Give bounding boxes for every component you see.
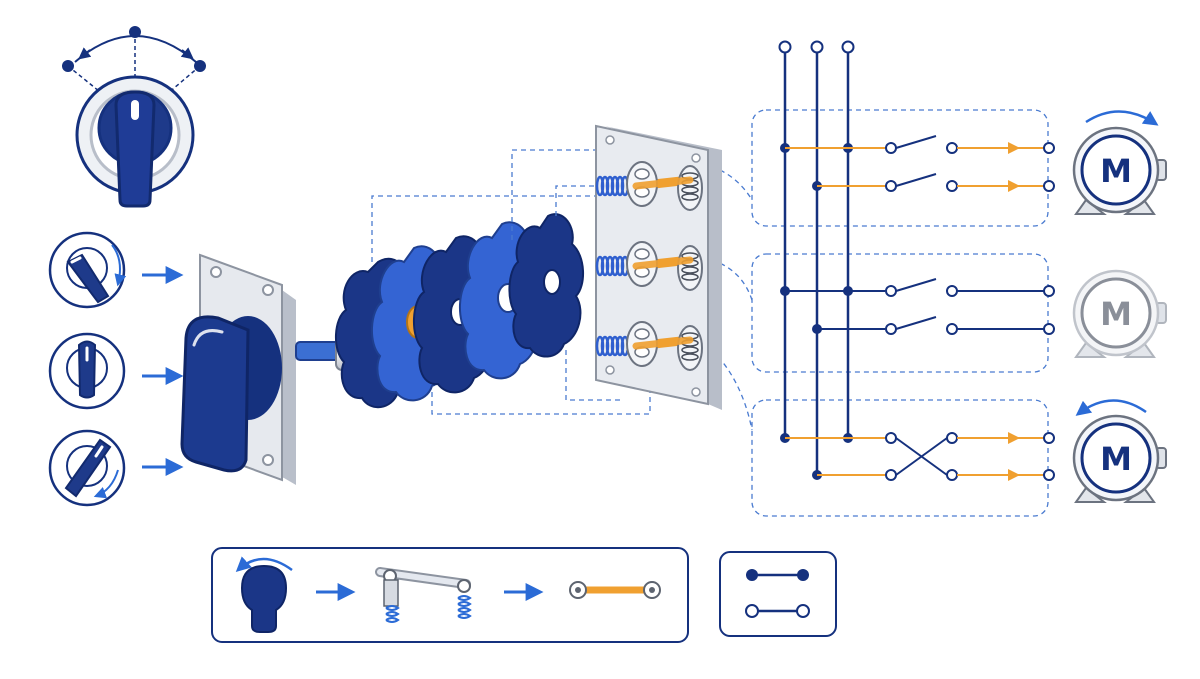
lever-spring-icon — [375, 567, 472, 623]
open-blade — [895, 173, 937, 187]
terminal-row-3 — [595, 321, 703, 371]
position-icon-right — [48, 429, 126, 507]
motor-label: M — [1100, 295, 1132, 333]
contact-point — [885, 323, 897, 335]
flow-arrow — [1008, 469, 1020, 481]
circuit-row-reverse — [780, 432, 1055, 481]
bus-terminal-L2 — [810, 40, 824, 54]
position-icon-left — [48, 231, 127, 309]
open-blade — [895, 316, 937, 330]
contact-point — [885, 432, 897, 444]
contact-point — [885, 180, 897, 192]
position-icons — [48, 231, 184, 507]
bus-terminal-L1 — [778, 40, 792, 54]
circuit-box-off — [751, 253, 1049, 373]
motor-label: M — [1100, 440, 1132, 478]
contact-point — [885, 469, 897, 481]
motor-terminal — [1043, 323, 1055, 335]
motor-terminal — [1043, 469, 1055, 481]
terminal-row-2 — [595, 241, 703, 291]
contact-closed-symbol — [746, 569, 809, 581]
circuit-row-off — [780, 278, 1055, 335]
contact-point — [946, 142, 958, 154]
motor-forward: M — [1072, 110, 1167, 215]
motor-reverse: M — [1072, 399, 1167, 503]
position-dot-center — [129, 26, 141, 38]
contact-point — [946, 180, 958, 192]
rotation-arrow-ccw — [1075, 399, 1147, 416]
contact-point — [885, 285, 897, 297]
motor-label: M — [1100, 152, 1132, 190]
circuit-box-forward — [751, 109, 1049, 227]
flow-arrow — [1008, 432, 1020, 444]
flow-arrow — [1008, 180, 1020, 192]
motor-terminal — [1043, 285, 1055, 297]
motor-off: M — [1072, 269, 1167, 358]
contact-point — [946, 323, 958, 335]
legend-mechanism — [211, 547, 689, 643]
top-selector-switch — [62, 26, 206, 208]
open-blade — [895, 135, 937, 149]
circuit-rows — [780, 135, 1055, 481]
open-blade — [895, 278, 937, 292]
circuit-row-forward — [780, 135, 1055, 192]
contact-block — [595, 124, 722, 410]
cam-disc-5 — [508, 213, 584, 358]
main-handle — [180, 315, 282, 473]
legend-contact-states — [719, 551, 837, 637]
selector-handle — [114, 90, 156, 208]
motors: M M M — [1072, 110, 1167, 503]
position-icon-center — [48, 332, 126, 410]
contact-point — [946, 469, 958, 481]
terminal-rows — [595, 161, 703, 371]
contact-point — [946, 432, 958, 444]
rotation-arrow-cw — [1085, 110, 1159, 126]
motor-terminal — [1043, 432, 1055, 444]
cam-discs — [335, 213, 584, 408]
flow-arrow — [1008, 142, 1020, 154]
motor-terminal — [1043, 142, 1055, 154]
contact-point — [885, 142, 897, 154]
circuit-boxes — [751, 109, 1049, 517]
contact-point — [946, 285, 958, 297]
position-dot-left — [62, 60, 74, 72]
bus-terminal-L3 — [841, 40, 855, 54]
motor-terminal — [1043, 180, 1055, 192]
cross-contact — [895, 437, 948, 476]
contact-open-symbol — [745, 604, 810, 618]
knob-icon — [235, 556, 293, 633]
circuit-box-reverse — [751, 399, 1049, 517]
terminal-row-1 — [595, 161, 703, 211]
assembly-guides — [371, 149, 753, 431]
position-dot-right — [194, 60, 206, 72]
closed-contact-icon — [569, 581, 661, 599]
supply-buses — [778, 40, 855, 475]
